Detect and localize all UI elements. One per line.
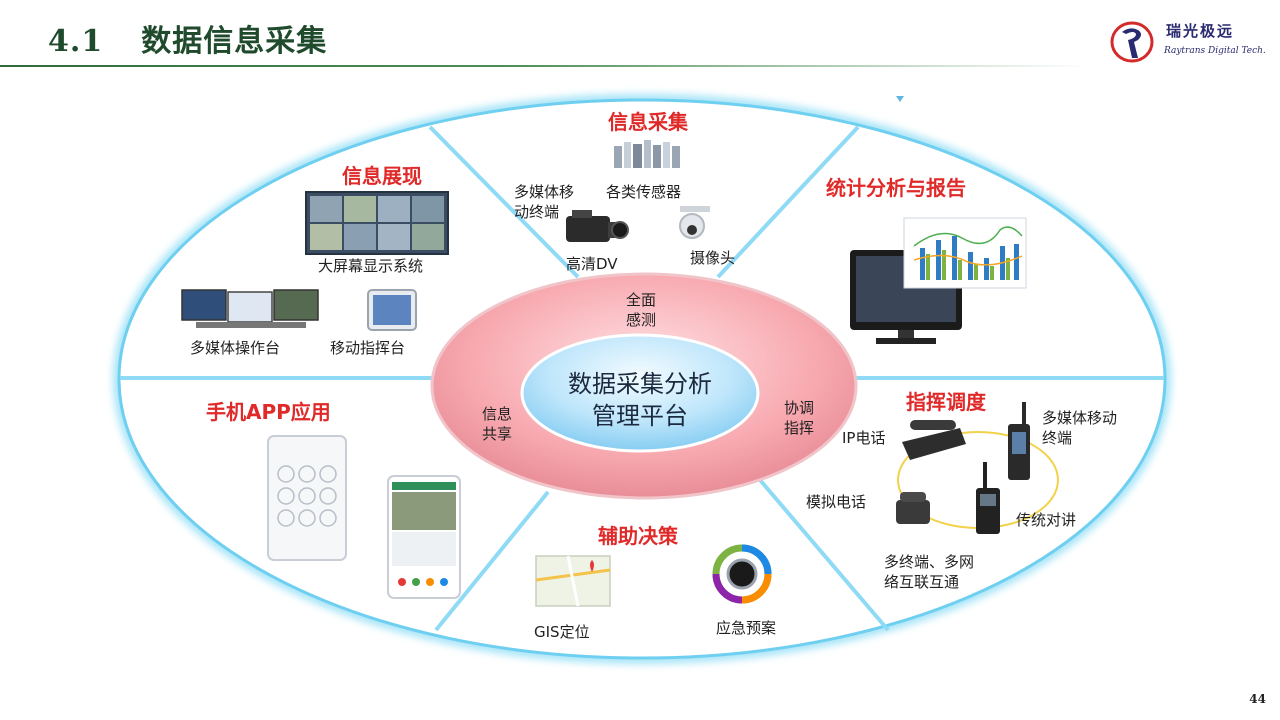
label-mobile-command: 移动指挥台 (330, 339, 406, 357)
ring-label-sensing: 全面 感测 (616, 290, 666, 330)
section-title-info-collection: 信息采集 (608, 110, 688, 134)
multimedia-console-icon (181, 289, 319, 328)
label-multimedia-mobile-terminal: 多媒体移动终端 (514, 183, 575, 221)
hd-camcorder-icon (566, 210, 629, 242)
label-ip-phone: IP电话 (842, 429, 886, 447)
page-title: 4.1 数据信息采集 (48, 16, 327, 60)
video-wall-icon (305, 191, 449, 255)
label-camera: 摄像头 (690, 249, 736, 267)
section-title-mobile-app: 手机APP应用 (206, 400, 331, 424)
label-interconnect: 多终端、多网络互联互通 (884, 553, 975, 591)
ring-label-sharing: 信息 共享 (472, 404, 522, 444)
ring-label-coordination-line2: 指挥 (783, 419, 814, 437)
section-title-dispatch: 指挥调度 (906, 390, 986, 414)
ring-label-sensing-line1: 全面 (625, 291, 656, 309)
decorative-tick-icon (896, 96, 904, 102)
center-ellipse (520, 333, 760, 453)
label-multimedia-console: 多媒体操作台 (190, 339, 281, 357)
label-gis: GIS定位 (534, 623, 590, 641)
emergency-plan-icon (712, 544, 772, 604)
ip-phone-icon (902, 420, 966, 460)
ring-label-sensing-line2: 感测 (625, 311, 656, 329)
section-title-decision: 辅助决策 (598, 524, 678, 548)
logo-mark-icon (1110, 21, 1154, 63)
analog-phone-icon (896, 492, 930, 524)
label-multimedia-terminal: 多媒体移动终端 (1042, 409, 1118, 447)
logo-cn-name: 瑞光极远 (1166, 22, 1235, 40)
label-big-screen: 大屏幕显示系统 (318, 257, 424, 275)
ring-label-coordination: 协调 指挥 (774, 398, 824, 438)
page-number: 44 (1249, 692, 1266, 706)
center-line1: 数据采集分析 (568, 370, 712, 398)
mobile-command-tablet-icon (367, 289, 417, 331)
center-line2: 管理平台 (592, 402, 688, 430)
label-walkie-talkie: 传统对讲 (1016, 511, 1077, 529)
ring-label-coordination-line1: 协调 (783, 399, 814, 417)
ring-label-sharing-line1: 信息 (481, 405, 512, 423)
header-divider (0, 65, 1280, 67)
section-title-info-display: 信息展现 (342, 164, 422, 188)
walkie-talkie-icon (976, 462, 1000, 534)
section-dividers (120, 125, 1164, 632)
ring-label-sharing-line2: 共享 (481, 425, 512, 443)
multimedia-terminal-icon (1008, 402, 1030, 480)
company-logo: 瑞光极远 Raytrans Digital Tech. (1108, 16, 1266, 66)
stats-chart-icon (903, 217, 1027, 289)
phone-lockscreen-icon (267, 435, 347, 561)
logo-en-name: Raytrans Digital Tech. (1164, 46, 1266, 56)
label-hd-dv: 高清DV (566, 255, 618, 273)
label-analog-phone: 模拟电话 (806, 493, 867, 511)
phone-app-icon (387, 475, 461, 599)
section-number: 4.1 (48, 24, 104, 59)
sensors-icon (614, 140, 680, 168)
label-emergency-plan: 应急预案 (716, 619, 777, 637)
section-title-stats: 统计分析与报告 (826, 176, 966, 200)
security-camera-icon (679, 206, 710, 239)
title-text: 数据信息采集 (141, 24, 328, 59)
center-platform-label: 数据采集分析 管理平台 (540, 368, 740, 432)
gis-map-icon (535, 555, 611, 607)
label-sensors: 各类传感器 (606, 183, 682, 201)
